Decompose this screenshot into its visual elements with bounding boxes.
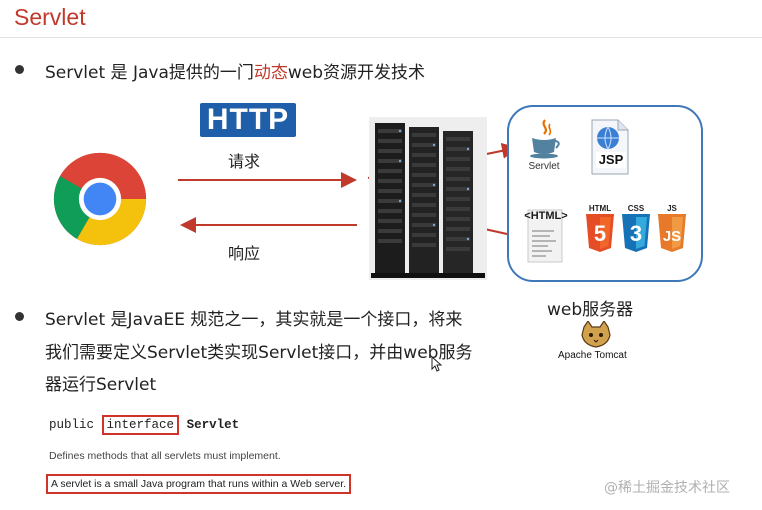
code-boxed-description: A servlet is a small Java program that r… bbox=[46, 474, 352, 494]
js-icon-label: JS bbox=[667, 204, 677, 213]
code-declaration: public interface Servlet bbox=[49, 415, 240, 435]
servlet-icon: Servlet bbox=[522, 118, 566, 172]
java-cup-icon bbox=[530, 119, 560, 159]
html5-icon-label: HTML bbox=[588, 204, 612, 213]
svg-text:5: 5 bbox=[594, 221, 606, 246]
html5-shield-icon: 5 bbox=[586, 214, 614, 252]
html5-icon: HTML 5 bbox=[584, 204, 616, 256]
tomcat-label: Apache Tomcat bbox=[558, 350, 627, 361]
js-shield-icon: JS bbox=[658, 214, 686, 252]
bullet-dot-1 bbox=[15, 65, 24, 74]
bullet-1-suffix: web资源开发技术 bbox=[287, 63, 426, 83]
request-label: 请求 bbox=[228, 152, 261, 171]
jsp-document-icon bbox=[591, 119, 629, 175]
html-icon-label: <HTML> bbox=[524, 210, 568, 222]
css3-icon-label: CSS bbox=[627, 204, 645, 213]
bullet-dot-2 bbox=[15, 312, 24, 321]
jsp-icon: JSP bbox=[588, 118, 632, 175]
http-badge: HTTP bbox=[200, 103, 296, 137]
server-rack-icon bbox=[369, 117, 487, 280]
slide-title: Servlet bbox=[14, 4, 86, 30]
tomcat-cat-icon bbox=[581, 321, 611, 348]
bullet-1: Servlet 是 Java提供的一门动态web资源开发技术 bbox=[45, 58, 425, 83]
bullet-2-line-1: Servlet 是JavaEE 规范之一，其实就是一个接口，将来 bbox=[45, 310, 463, 330]
response-label: 响应 bbox=[228, 244, 261, 263]
bullet-2-line-3: 器运行Servlet bbox=[45, 375, 157, 395]
css3-shield-icon: 3 bbox=[622, 214, 650, 252]
watermark: @稀土掘金技术社区 bbox=[604, 480, 730, 496]
svg-text:JS: JS bbox=[663, 228, 681, 245]
jsp-icon-label: JSP bbox=[598, 152, 624, 167]
bullet-2-line-2: 我们需要定义Servlet类实现Servlet接口，并由web服务 bbox=[45, 343, 473, 363]
code-class-name: Servlet bbox=[186, 418, 240, 432]
title-divider bbox=[0, 37, 762, 38]
web-server-label: web服务器 bbox=[547, 300, 634, 320]
bullet-1-prefix: Servlet 是 Java提供的一门 bbox=[45, 63, 254, 83]
code-description: Defines methods that all servlets must i… bbox=[49, 450, 281, 462]
mouse-cursor-icon bbox=[431, 356, 443, 372]
svg-text:3: 3 bbox=[630, 221, 642, 246]
bullet-1-highlight: 动态 bbox=[253, 63, 288, 83]
code-keyword-public: public bbox=[49, 418, 95, 432]
chrome-browser-icon bbox=[53, 152, 147, 246]
html-document-icon: <HTML> bbox=[522, 204, 570, 264]
code-keyword-interface: interface bbox=[101, 415, 180, 435]
servlet-icon-label: Servlet bbox=[528, 161, 560, 172]
html-page-icon bbox=[527, 209, 563, 263]
js-icon: JS JS bbox=[656, 204, 688, 256]
css3-icon: CSS 3 bbox=[620, 204, 652, 256]
